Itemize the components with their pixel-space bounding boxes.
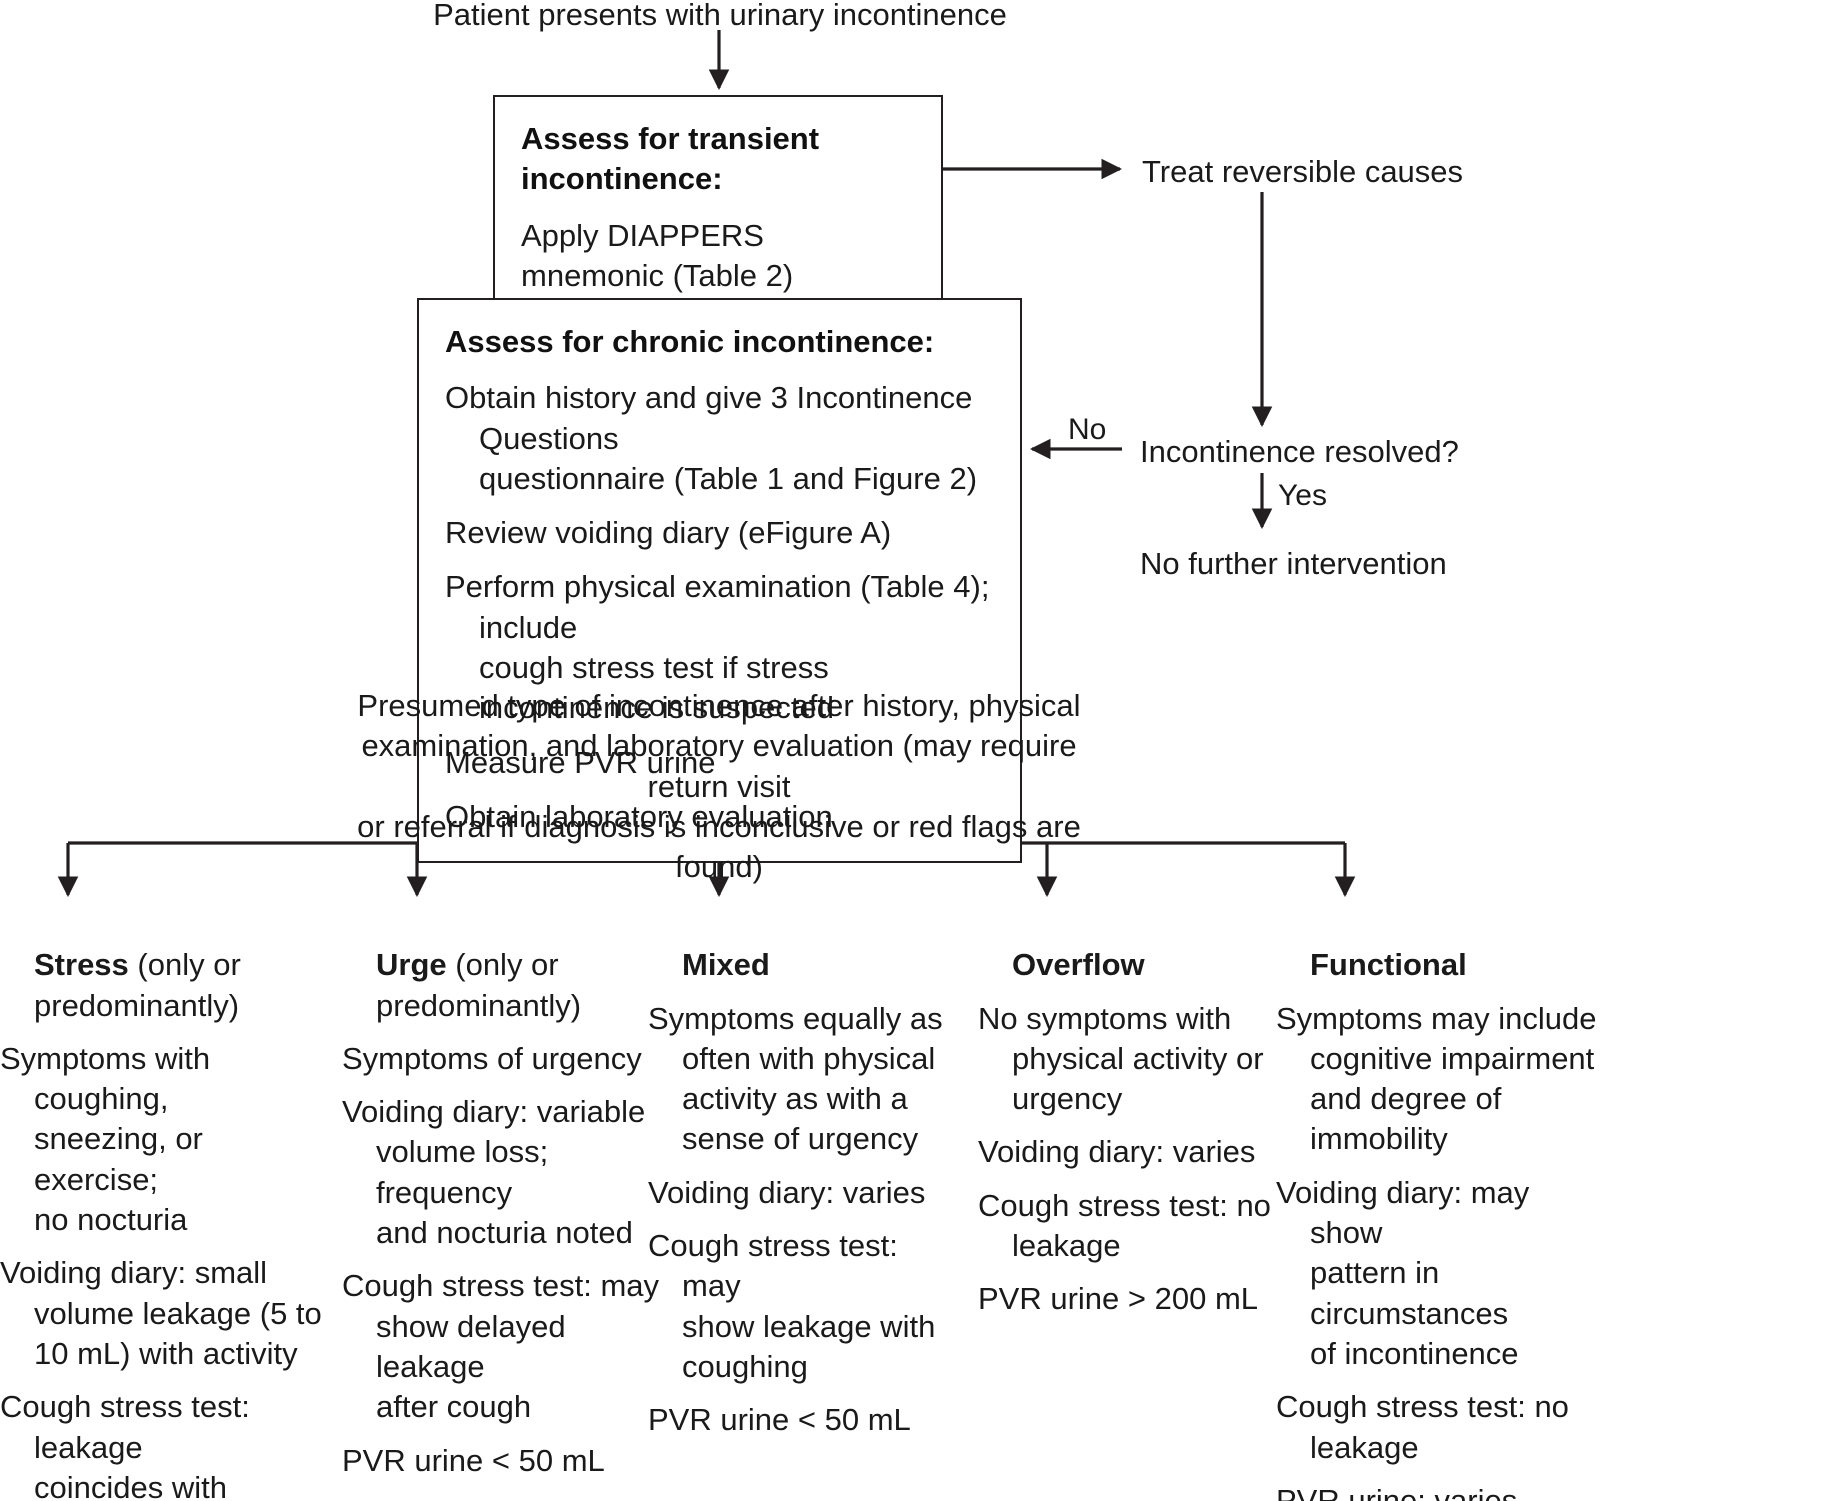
column-title-mixed: Mixed <box>648 905 958 986</box>
outcome-column-functional: Functional Symptoms may include cognitiv… <box>1276 905 1606 1501</box>
column-item: Voiding diary: varies <box>978 1134 1256 1170</box>
chronic-box-line-1: Obtain history and give 3 Incontinence Q… <box>445 380 978 496</box>
column-title-bold-urge: Urge <box>376 947 447 983</box>
outcome-column-stress: Stress (only or predominantly) Symptoms … <box>0 905 330 1501</box>
incontinence-resolved-question: Incontinence resolved? <box>1140 434 1459 469</box>
column-item: Symptoms may include cognitive impairmen… <box>1276 1000 1597 1157</box>
column-item: Cough stress test: may show delayed leak… <box>342 1268 660 1425</box>
column-item: Voiding diary: varies <box>648 1174 926 1210</box>
column-item: PVR urine: varies <box>1276 1482 1518 1501</box>
chronic-incontinence-box: Assess for chronic incontinence: Obtain … <box>417 298 1022 864</box>
column-item: Symptoms with coughing, sneezing, or exe… <box>0 1040 211 1238</box>
chronic-box-line-3: Perform physical examination (Table 4); … <box>445 569 990 726</box>
column-item: PVR urine < 50 mL <box>342 1442 605 1478</box>
column-title-rest-stress: (only or predominantly) <box>34 947 241 1023</box>
start-node-label: Patient presents with urinary incontinen… <box>433 0 1007 32</box>
column-title-bold-overflow: Overflow <box>1012 947 1145 983</box>
column-title-bold-stress: Stress <box>34 947 129 983</box>
outcome-column-urge: Urge (only or predominantly) Symptoms of… <box>342 905 662 1481</box>
chronic-box-line-5: Obtain laboratory evaluation <box>445 798 833 834</box>
column-title-bold-functional: Functional <box>1310 947 1467 983</box>
chronic-box-line-4: Measure PVR urine <box>445 744 716 780</box>
column-item: Voiding diary: may show pattern in circu… <box>1276 1174 1530 1371</box>
treat-reversible-causes-label: Treat reversible causes <box>1142 154 1464 189</box>
chronic-box-line-2: Review voiding diary (eFigure A) <box>445 515 892 551</box>
column-title-bold-mixed: Mixed <box>682 947 770 983</box>
column-item: Cough stress test: no leakage <box>1276 1389 1569 1465</box>
column-item: Cough stress test: leakage coincides wit… <box>0 1389 250 1501</box>
transient-box-line-1: Apply DIAPPERS mnemonic (Table 2) <box>521 217 794 293</box>
edge-label-yes: Yes <box>1278 479 1327 512</box>
column-title-rest-urge: (only or predominantly) <box>376 947 582 1023</box>
column-title-overflow: Overflow <box>978 905 1278 986</box>
outcome-column-mixed: Mixed Symptoms equally as often with phy… <box>648 905 958 1441</box>
column-item: Symptoms of urgency <box>342 1040 642 1076</box>
column-item: Cough stress test: no leakage <box>978 1187 1271 1264</box>
column-item: Voiding diary: variable volume loss; fre… <box>342 1094 646 1251</box>
column-title-functional: Functional <box>1276 905 1606 986</box>
column-item: Symptoms equally as often with physical … <box>648 1000 943 1157</box>
column-item: Voiding diary: small volume leakage (5 t… <box>0 1255 322 1371</box>
chronic-box-title: Assess for chronic incontinence: <box>445 324 935 359</box>
presumed-type-label: Presumed type of incontinence after hist… <box>357 688 1081 885</box>
column-title-urge: Urge (only or predominantly) <box>342 905 662 1026</box>
column-title-stress: Stress (only or predominantly) <box>0 905 330 1026</box>
column-item: PVR urine > 200 mL <box>978 1281 1259 1317</box>
column-item: Cough stress test: may show leakage with… <box>648 1228 936 1384</box>
column-item: PVR urine < 50 mL <box>648 1402 911 1438</box>
column-item: No symptoms with physical activity or ur… <box>978 1000 1264 1117</box>
transient-box-title: Assess for transient incontinence: <box>521 121 820 197</box>
no-further-intervention-label: No further intervention <box>1140 546 1447 581</box>
edge-label-no: No <box>1068 413 1107 446</box>
outcome-column-overflow: Overflow No symptoms with physical activ… <box>978 905 1278 1320</box>
